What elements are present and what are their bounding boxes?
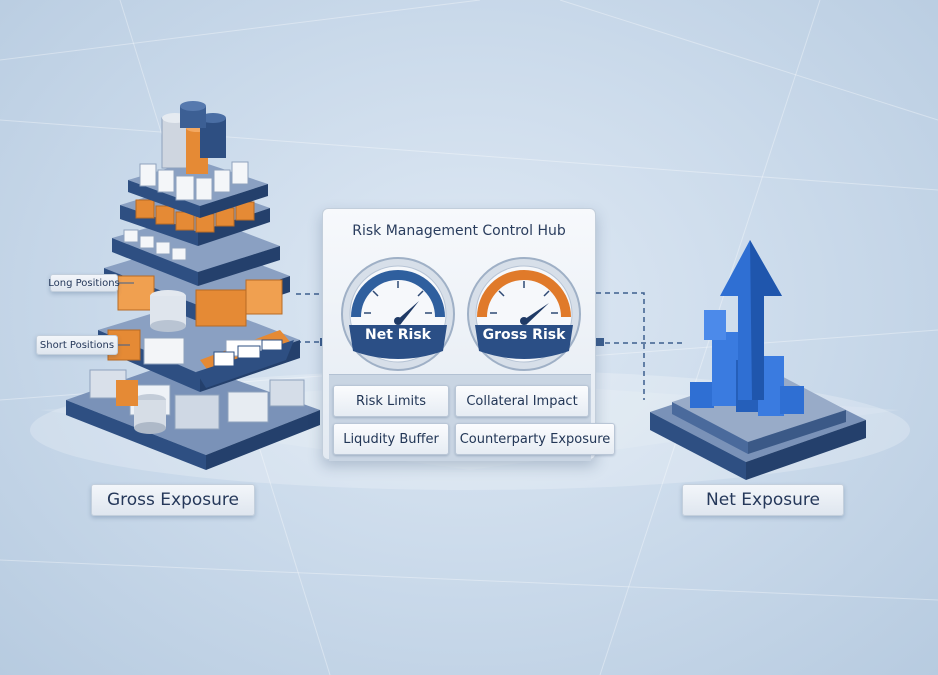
callout-short-positions: Short Positions	[36, 335, 118, 355]
net-exposure-title: Net Exposure	[682, 484, 844, 516]
up-arrow-icon	[720, 240, 782, 400]
counterparty-exposure-button[interactable]: Counterparty Exposure	[455, 423, 615, 455]
net-risk-label: Net Risk	[364, 327, 431, 343]
callout-long-positions: Long Positions	[48, 274, 120, 292]
gauge-dial-icon	[467, 257, 581, 371]
connector-node	[596, 338, 604, 346]
hub-title: Risk Management Control Hub	[352, 223, 566, 239]
risk-limits-button[interactable]: Risk Limits	[333, 385, 449, 417]
gross-risk-label: Gross Risk	[482, 327, 566, 343]
hub-button-grid: Risk Limits Collateral Impact Liqudity B…	[329, 374, 615, 461]
gauge-dial-icon	[341, 257, 455, 371]
net-risk-gauge[interactable]: Net Risk	[339, 255, 457, 373]
liquidity-buffer-button[interactable]: Liqudity Buffer	[333, 423, 449, 455]
collateral-impact-button[interactable]: Collateral Impact	[455, 385, 589, 417]
gross-risk-gauge[interactable]: Gross Risk	[465, 255, 583, 373]
risk-control-hub-panel: Risk Management Control Hub Net Risk	[322, 208, 615, 461]
gross-exposure-title: Gross Exposure	[91, 484, 255, 516]
